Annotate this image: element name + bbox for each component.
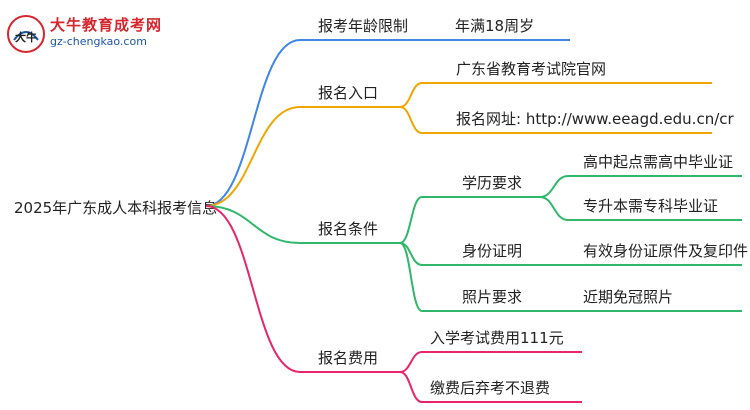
branch-entry-connector bbox=[205, 106, 301, 207]
branch-entry-item-1-label: 报名网址: http://www.eeagd.edu.cn/cr bbox=[456, 110, 735, 128]
logo-badge-icon: 大牛 bbox=[7, 15, 45, 53]
branch-conditions-item-0-sub-1-label: 专升本需专科毕业证 bbox=[583, 197, 718, 215]
branch-fees-item-0-connector bbox=[399, 351, 423, 373]
branch-conditions-item-0-sub-0-connector bbox=[539, 175, 569, 198]
root-topic: 2025年广东成人本科报考信息 bbox=[14, 199, 217, 217]
branch-fees-item-1-connector bbox=[399, 371, 423, 403]
branch-age-label: 报考年龄限制 bbox=[318, 17, 408, 35]
branch-conditions-connector bbox=[205, 205, 301, 244]
branch-entry-label: 报名入口 bbox=[318, 84, 378, 102]
logo-site-name: 大牛教育成考网 bbox=[50, 16, 163, 34]
branch-conditions-item-1-sub-0-label: 有效身份证原件及复印件 bbox=[583, 242, 748, 260]
logo-site-url: gz-chengkao.com bbox=[50, 35, 147, 48]
branch-conditions-item-0-sub-1-connector bbox=[539, 196, 569, 221]
branch-conditions-item-0-label: 学历要求 bbox=[462, 174, 522, 192]
branch-age-connector bbox=[205, 39, 301, 207]
branch-entry-item-1-connector bbox=[399, 106, 423, 134]
branch-fees-item-1-label: 缴费后弃考不退费 bbox=[430, 379, 550, 397]
branch-conditions-label: 报名条件 bbox=[318, 220, 378, 238]
branch-entry-item-0-connector bbox=[399, 82, 423, 108]
branch-fees-connector bbox=[205, 205, 301, 373]
branch-age-item-0-label: 年满18周岁 bbox=[455, 17, 534, 35]
branch-conditions-item-1-label: 身份证明 bbox=[462, 242, 522, 260]
svg-text:大牛: 大牛 bbox=[15, 30, 37, 44]
branch-conditions-item-2-label: 照片要求 bbox=[462, 288, 522, 306]
site-logo: 大牛 大牛教育成考网 gz-chengkao.com bbox=[6, 12, 176, 56]
branch-conditions-item-0-connector bbox=[399, 196, 423, 244]
branch-fees-label: 报名费用 bbox=[318, 349, 378, 367]
branch-entry-item-0-label: 广东省教育考试院官网 bbox=[456, 60, 606, 78]
branch-fees-item-0-label: 入学考试费用111元 bbox=[430, 329, 564, 347]
branch-conditions-item-2-sub-0-label: 近期免冠照片 bbox=[583, 288, 673, 306]
branch-conditions-item-0-sub-0-label: 高中起点需高中毕业证 bbox=[583, 153, 733, 171]
branch-conditions-item-2-connector bbox=[399, 242, 423, 312]
